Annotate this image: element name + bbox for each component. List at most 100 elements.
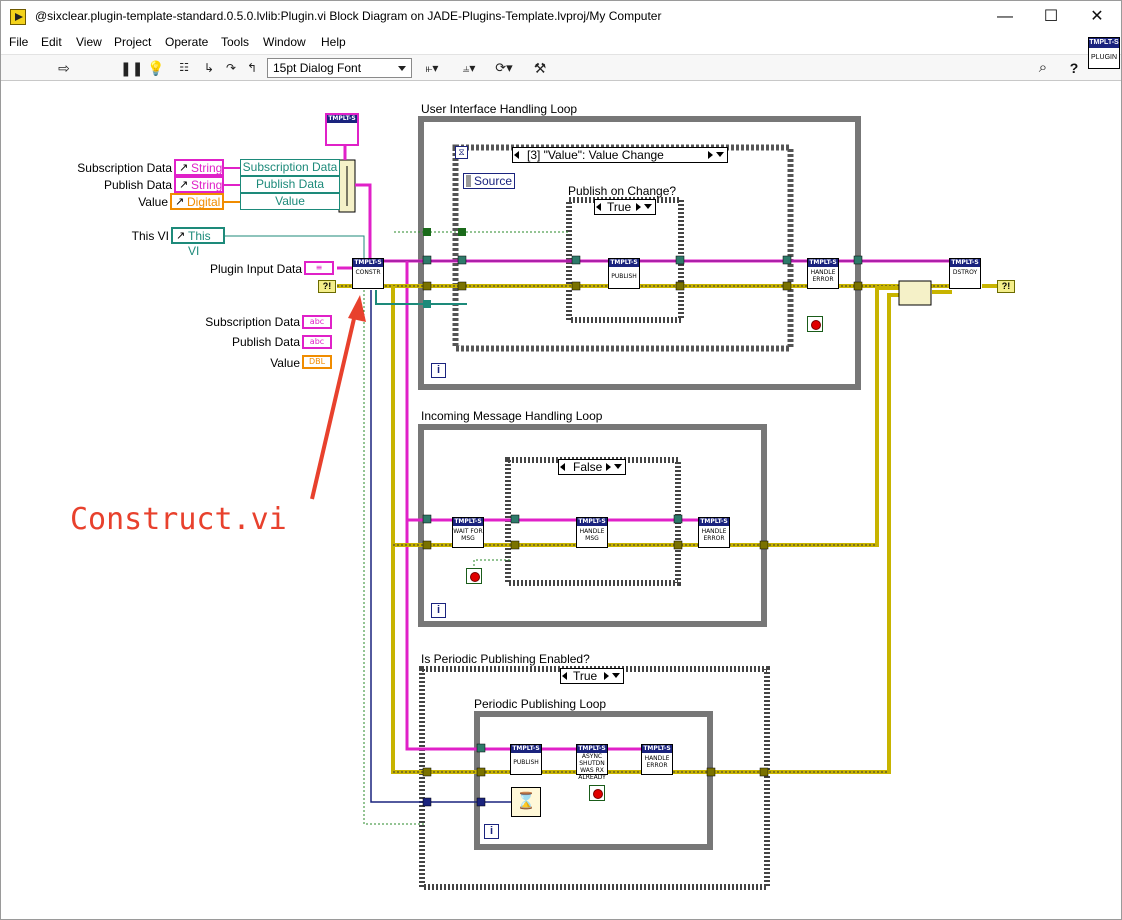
publish-periodic-header: TMPLT-S	[511, 745, 541, 753]
publish-subvi-ui[interactable]: TMPLT-S PUBLISH	[608, 258, 640, 289]
ui-loop-stop-terminal[interactable]	[807, 316, 823, 332]
publish-data-control[interactable]: String	[174, 176, 224, 193]
construct-subvi[interactable]: TMPLT-S CONSTR	[352, 258, 384, 289]
event-prev-arrow[interactable]	[514, 151, 519, 159]
handle-msg-subvi[interactable]: TMPLT-S HANDLE MSG	[576, 517, 608, 548]
publish-ui-label: PUBLISH	[609, 267, 639, 280]
vi-icon-body: PLUGIN	[1089, 48, 1119, 68]
destroy-subvi[interactable]: TMPLT-S DSTROY	[949, 258, 981, 289]
wait-for-msg-header: TMPLT-S	[453, 518, 483, 526]
subscription-data-indicator[interactable]: abc	[302, 315, 332, 329]
menu-window[interactable]: Window	[263, 35, 306, 49]
menu-edit[interactable]: Edit	[41, 35, 62, 49]
align-icon[interactable]: ⫦▾	[419, 58, 445, 78]
value-indicator[interactable]: DBL	[302, 355, 332, 369]
subscription-data-control[interactable]: String	[174, 159, 224, 176]
handle-error-subvi-ui[interactable]: TMPLT-S HANDLE ERROR	[807, 258, 839, 289]
publish-case-label: True	[603, 200, 631, 214]
maximize-button[interactable]: ☐	[1028, 1, 1074, 33]
toolbar: ⇨ ❚❚ 💡 ☷ ↳ ↷ ↰ 15pt Dialog Font ⫦▾ ⫨▾ ⟳▾…	[1, 54, 1122, 81]
msg-loop-title: Incoming Message Handling Loop	[421, 409, 602, 423]
handle-error-subvi-periodic[interactable]: TMPLT-S HANDLE ERROR	[641, 744, 673, 775]
wait-for-msg-subvi[interactable]: TMPLT-S WAIT FOR MSG	[452, 517, 484, 548]
event-source-node[interactable]: Source	[463, 173, 515, 189]
bundle-field-value[interactable]: Value	[240, 193, 340, 210]
font-dropdown-value: 15pt Dialog Font	[273, 61, 361, 75]
publish-prev-arrow[interactable]	[596, 203, 601, 211]
handle-error-subvi-msg[interactable]: TMPLT-S HANDLE ERROR	[698, 517, 730, 548]
help-icon[interactable]: ?	[1063, 58, 1085, 78]
handle-error-ui-header: TMPLT-S	[808, 259, 838, 267]
bundle-field-subscription[interactable]: Subscription Data	[240, 159, 340, 176]
step-over-icon[interactable]: ↷	[221, 58, 241, 78]
event-next-arrow[interactable]	[708, 151, 713, 159]
menu-tools[interactable]: Tools	[221, 35, 249, 49]
font-dropdown[interactable]: 15pt Dialog Font	[267, 58, 412, 78]
chevron-down-icon[interactable]	[644, 204, 652, 209]
value-indicator-label: Value	[184, 356, 300, 370]
menu-view[interactable]: View	[76, 35, 102, 49]
async-shutdown-subvi[interactable]: TMPLT-S ASYNC SHUTDN WAS RX ALREADY	[576, 744, 608, 775]
chevron-down-icon[interactable]	[612, 673, 620, 678]
distribute-icon[interactable]: ⫨▾	[455, 58, 483, 78]
plugin-class-constant[interactable]: TMPLT-S	[325, 113, 359, 146]
wait-for-msg-label: WAIT FOR MSG	[453, 526, 483, 542]
publish-next-arrow[interactable]	[636, 203, 641, 211]
msg-next-arrow[interactable]	[606, 463, 611, 471]
periodic-loop-stop-terminal[interactable]	[589, 785, 605, 801]
periodic-prev-arrow[interactable]	[562, 672, 567, 680]
menu-file[interactable]: File	[9, 35, 28, 49]
retain-wire-icon[interactable]: ☷	[173, 58, 195, 78]
menu-help[interactable]: Help	[321, 35, 346, 49]
cleanup-icon[interactable]: ⚒	[528, 58, 552, 78]
bundle-field-publish[interactable]: Publish Data	[240, 176, 340, 193]
publish-case-selector[interactable]: True	[594, 199, 656, 215]
periodic-case-selector[interactable]: True	[560, 668, 624, 684]
value-control[interactable]: Digital	[170, 193, 224, 210]
run-arrow-icon[interactable]: ⇨	[54, 58, 74, 78]
vi-icon-header: TMPLT-S	[1089, 38, 1119, 48]
msg-prev-arrow[interactable]	[560, 463, 565, 471]
block-diagram-canvas[interactable]: Subscription Data String Publish Data St…	[4, 82, 1119, 918]
periodic-loop-title: Periodic Publishing Loop	[474, 697, 606, 711]
chevron-down-icon	[398, 66, 406, 71]
minimize-button[interactable]: —	[982, 1, 1028, 33]
subscription-data-control-label: Subscription Data	[64, 161, 172, 175]
publish-case-title: Publish on Change?	[568, 184, 676, 198]
publish-data-type: String	[191, 178, 222, 192]
this-vi-label: This VI	[64, 229, 169, 243]
periodic-next-arrow[interactable]	[604, 672, 609, 680]
event-case-selector[interactable]: [3] "Value": Value Change	[512, 147, 728, 163]
periodic-loop-iteration-terminal: i	[484, 824, 499, 839]
pause-icon[interactable]: ❚❚	[120, 58, 140, 78]
event-timeout-icon: ⧖	[455, 146, 468, 159]
step-into-icon[interactable]: ↳	[199, 58, 219, 78]
wait-metronome-icon[interactable]: ⌛	[511, 787, 541, 817]
plugin-input-data-terminal[interactable]: ≡	[304, 261, 334, 275]
menu-operate[interactable]: Operate	[165, 35, 208, 49]
msg-loop-stop-terminal[interactable]	[466, 568, 482, 584]
menu-project[interactable]: Project	[114, 35, 151, 49]
destroy-label: DSTROY	[950, 267, 980, 276]
chevron-down-icon[interactable]	[614, 464, 622, 469]
chevron-down-icon[interactable]	[716, 152, 724, 157]
this-vi-reference[interactable]: This VI	[171, 227, 225, 244]
publish-subvi-periodic[interactable]: TMPLT-S PUBLISH	[510, 744, 542, 775]
publish-data-indicator[interactable]: abc	[302, 335, 332, 349]
step-out-icon[interactable]: ↰	[242, 58, 262, 78]
highlight-bulb-icon[interactable]: 💡	[146, 58, 166, 78]
vi-connector-icon[interactable]: TMPLT-S PLUGIN	[1088, 37, 1120, 69]
msg-case-label: False	[567, 460, 602, 474]
periodic-case-title: Is Periodic Publishing Enabled?	[421, 652, 590, 666]
error-in-terminal[interactable]: ?!	[318, 280, 336, 293]
error-out-terminal[interactable]: ?!	[997, 280, 1015, 293]
ui-loop-title: User Interface Handling Loop	[421, 102, 577, 116]
search-icon[interactable]: ⌕	[1031, 58, 1055, 78]
msg-case-selector[interactable]: False	[558, 459, 626, 475]
reorder-icon[interactable]: ⟳▾	[489, 58, 519, 78]
publish-indicator-type: abc	[310, 337, 324, 346]
handle-msg-label: HANDLE MSG	[577, 526, 607, 542]
periodic-case-label: True	[569, 669, 597, 683]
close-button[interactable]: ✕	[1074, 1, 1120, 33]
